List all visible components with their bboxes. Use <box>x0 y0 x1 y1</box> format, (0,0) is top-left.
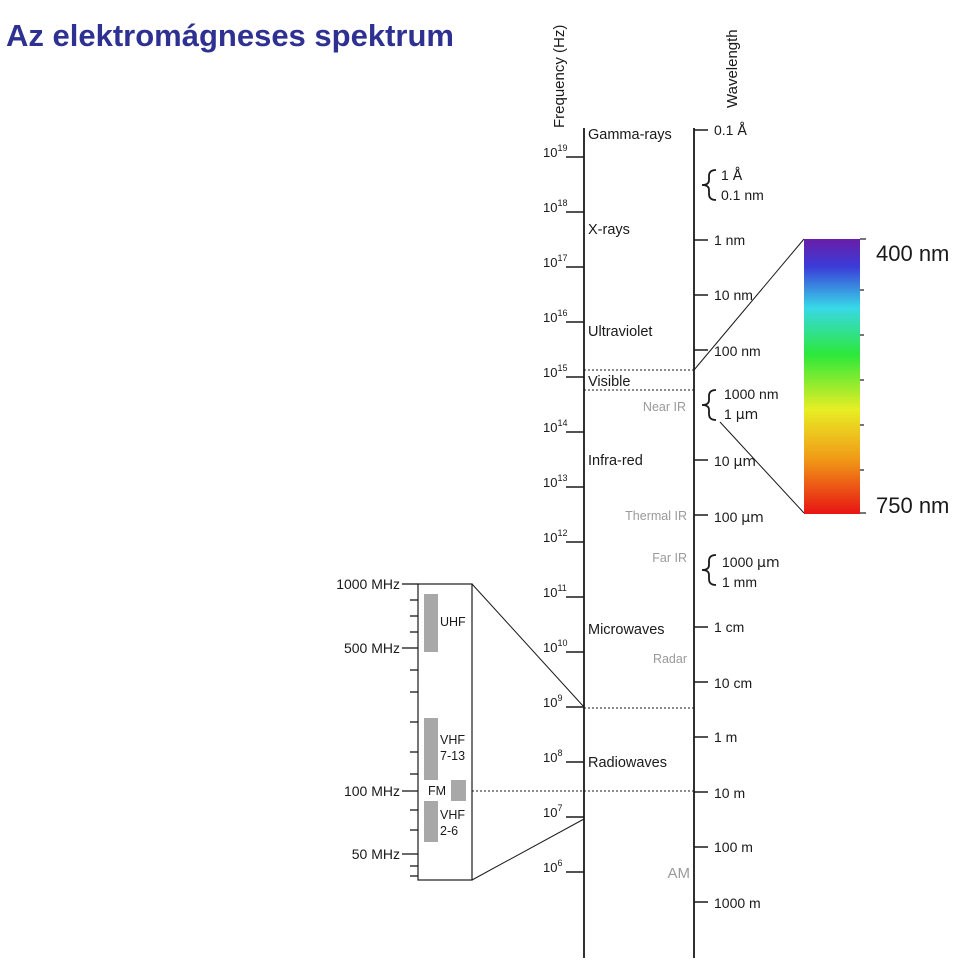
radio-freq-label: 100 MHz <box>344 783 400 799</box>
wavelength-label: 1 μm <box>724 406 758 423</box>
frequency-tick-label: 1016 <box>543 308 567 325</box>
wavelength-label: 1 m <box>714 729 737 745</box>
frequency-tick-label: 1017 <box>543 253 567 270</box>
radio-connector-bottom <box>471 818 585 881</box>
visible-bar-bottom-label: 750 nm <box>876 493 949 518</box>
frequency-ticks: 1019 1018 1017 1016 1015 1014 1013 1012 … <box>543 143 584 875</box>
wavelength-label: 10 cm <box>714 675 752 691</box>
wavelength-label: 1 cm <box>714 619 744 635</box>
sub-band-near-ir: Near IR <box>643 400 686 414</box>
wavelength-label: 1 nm <box>714 232 745 248</box>
visible-spectrum-bar <box>804 239 860 514</box>
sub-band-radar: Radar <box>653 652 687 666</box>
radio-band-vhf-2-6: VHF <box>440 808 465 822</box>
frequency-tick-label: 1018 <box>543 198 567 215</box>
wavelength-label: 100 nm <box>714 343 761 359</box>
band-label-visible: Visible <box>588 374 630 390</box>
uhf-band-block <box>424 594 438 652</box>
radio-freq-label: 500 MHz <box>344 640 400 656</box>
radio-inset-ticks <box>402 583 418 877</box>
wavelength-label: 1000 nm <box>724 386 778 402</box>
sub-band-am: AM <box>668 865 691 882</box>
band-label-microwaves: Microwaves <box>588 622 665 638</box>
visible-connector-bottom <box>719 421 805 514</box>
wavelength-label: 100 m <box>714 839 753 855</box>
frequency-tick-label: 109 <box>543 693 562 710</box>
band-label-gamma: Gamma-rays <box>588 127 672 143</box>
sub-band-labels: Near IR Thermal IR Far IR Radar AM <box>625 400 690 882</box>
radio-frequency-labels: 1000 MHz 500 MHz 100 MHz 50 MHz <box>336 576 400 862</box>
brace-1000um-icon <box>701 554 717 586</box>
fm-band-block <box>451 780 466 801</box>
frequency-tick-label: 1010 <box>543 638 567 655</box>
radio-band-vhf-7-13: VHF <box>440 733 465 747</box>
page-title: Az elektromágneses spektrum <box>6 18 454 53</box>
visible-bar-ticks <box>860 238 866 514</box>
band-label-xrays: X-rays <box>588 222 630 238</box>
radio-freq-label: 50 MHz <box>352 846 400 862</box>
wavelength-label: 10 nm <box>714 287 753 303</box>
wavelength-label: 0.1 nm <box>721 187 764 203</box>
frequency-tick-label: 1011 <box>543 583 567 600</box>
sub-band-thermal-ir: Thermal IR <box>625 509 687 523</box>
radio-band-vhf-7-13: 7-13 <box>440 749 465 763</box>
frequency-tick-label: 107 <box>543 803 562 820</box>
vhf-7-13-band-block <box>424 718 438 780</box>
frequency-tick-label: 1014 <box>543 418 567 435</box>
sub-band-far-ir: Far IR <box>652 551 687 565</box>
frequency-tick-label: 108 <box>543 748 562 765</box>
band-label-ir: Infra-red <box>588 453 643 469</box>
wavelength-labels: 0.1 Å 1 Å 0.1 nm 1 nm 10 nm 100 nm 1000 … <box>714 122 780 911</box>
frequency-tick-label: 106 <box>543 858 562 875</box>
band-labels: Gamma-rays X-rays Ultraviolet Visible In… <box>588 127 672 771</box>
wavelength-label: 10 μm <box>714 453 756 470</box>
radio-band-fm: FM <box>428 784 446 798</box>
wavelength-braces <box>701 169 717 586</box>
visible-bar-top-label: 400 nm <box>876 241 949 266</box>
band-label-uv: Ultraviolet <box>588 324 652 340</box>
radio-band-uhf: UHF <box>440 615 466 629</box>
radio-band-blocks <box>424 594 466 842</box>
frequency-tick-label: 1015 <box>543 363 567 380</box>
wavelength-axis-label: Wavelength <box>724 29 741 108</box>
vhf-2-6-band-block <box>424 801 438 842</box>
radio-freq-label: 1000 MHz <box>336 576 400 592</box>
radio-connector-top <box>471 583 585 708</box>
wavelength-label: 1 Å <box>721 167 743 184</box>
wavelength-label: 1000 μm <box>722 554 780 571</box>
visible-connector-top <box>693 238 805 371</box>
frequency-tick-label: 1012 <box>543 528 567 545</box>
wavelength-label: 1000 m <box>714 895 761 911</box>
wavelength-label: 100 μm <box>714 509 764 526</box>
brace-1a-icon <box>701 169 717 201</box>
frequency-tick-label: 1019 <box>543 143 567 160</box>
frequency-tick-label: 1013 <box>543 473 567 490</box>
wavelength-label: 10 m <box>714 785 745 801</box>
band-label-radiowaves: Radiowaves <box>588 755 667 771</box>
radio-band-labels: UHF VHF 7-13 FM VHF 2-6 <box>428 615 466 838</box>
brace-1000nm-icon <box>701 389 717 421</box>
band-boundaries <box>472 369 694 792</box>
wavelength-label: 1 mm <box>722 574 757 590</box>
wavelength-ticks <box>694 129 708 903</box>
wavelength-label: 0.1 Å <box>714 122 747 139</box>
radio-band-vhf-2-6: 2-6 <box>440 824 458 838</box>
frequency-axis-label: Frequency (Hz) <box>551 25 568 128</box>
